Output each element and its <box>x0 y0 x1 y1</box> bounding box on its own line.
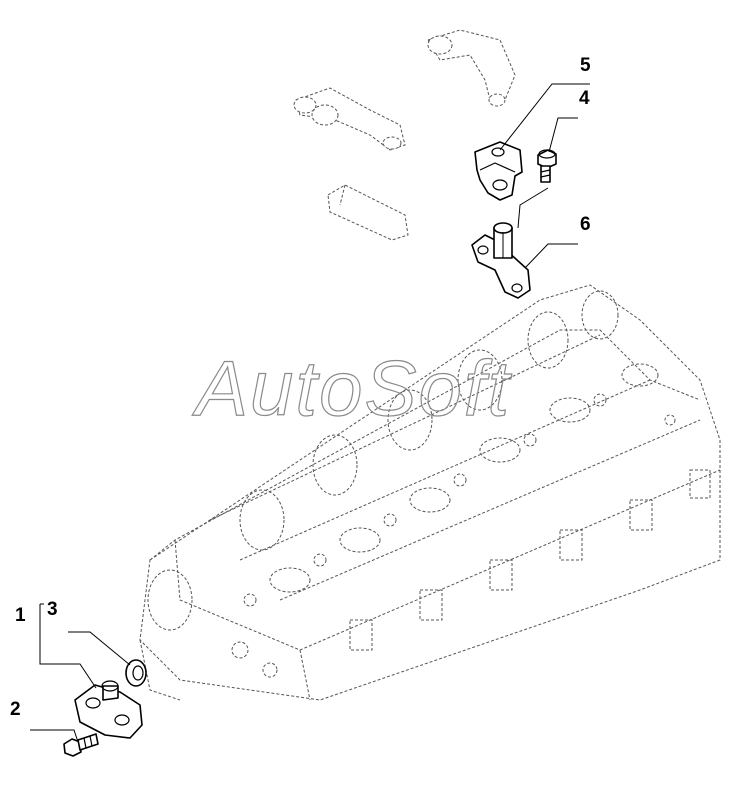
cylinder-head-outline <box>139 284 721 701</box>
part-3-seal-ring <box>125 659 147 687</box>
part-2-screw <box>63 733 99 757</box>
callout-1: 1 <box>15 605 26 626</box>
part-5-bracket <box>474 141 523 201</box>
part-6-shaft-support <box>471 222 531 299</box>
watermark-text: AutoSoft <box>192 344 513 432</box>
part-4-bolt <box>537 149 557 183</box>
part-1-cover-plate <box>74 680 143 739</box>
leader-lines <box>30 83 590 743</box>
callout-3: 3 <box>47 599 58 620</box>
callout-5: 5 <box>580 55 591 76</box>
rocker-arms-ghost <box>293 29 516 241</box>
callout-2: 2 <box>10 699 21 720</box>
callout-6: 6 <box>580 214 591 235</box>
callout-4: 4 <box>579 88 590 109</box>
